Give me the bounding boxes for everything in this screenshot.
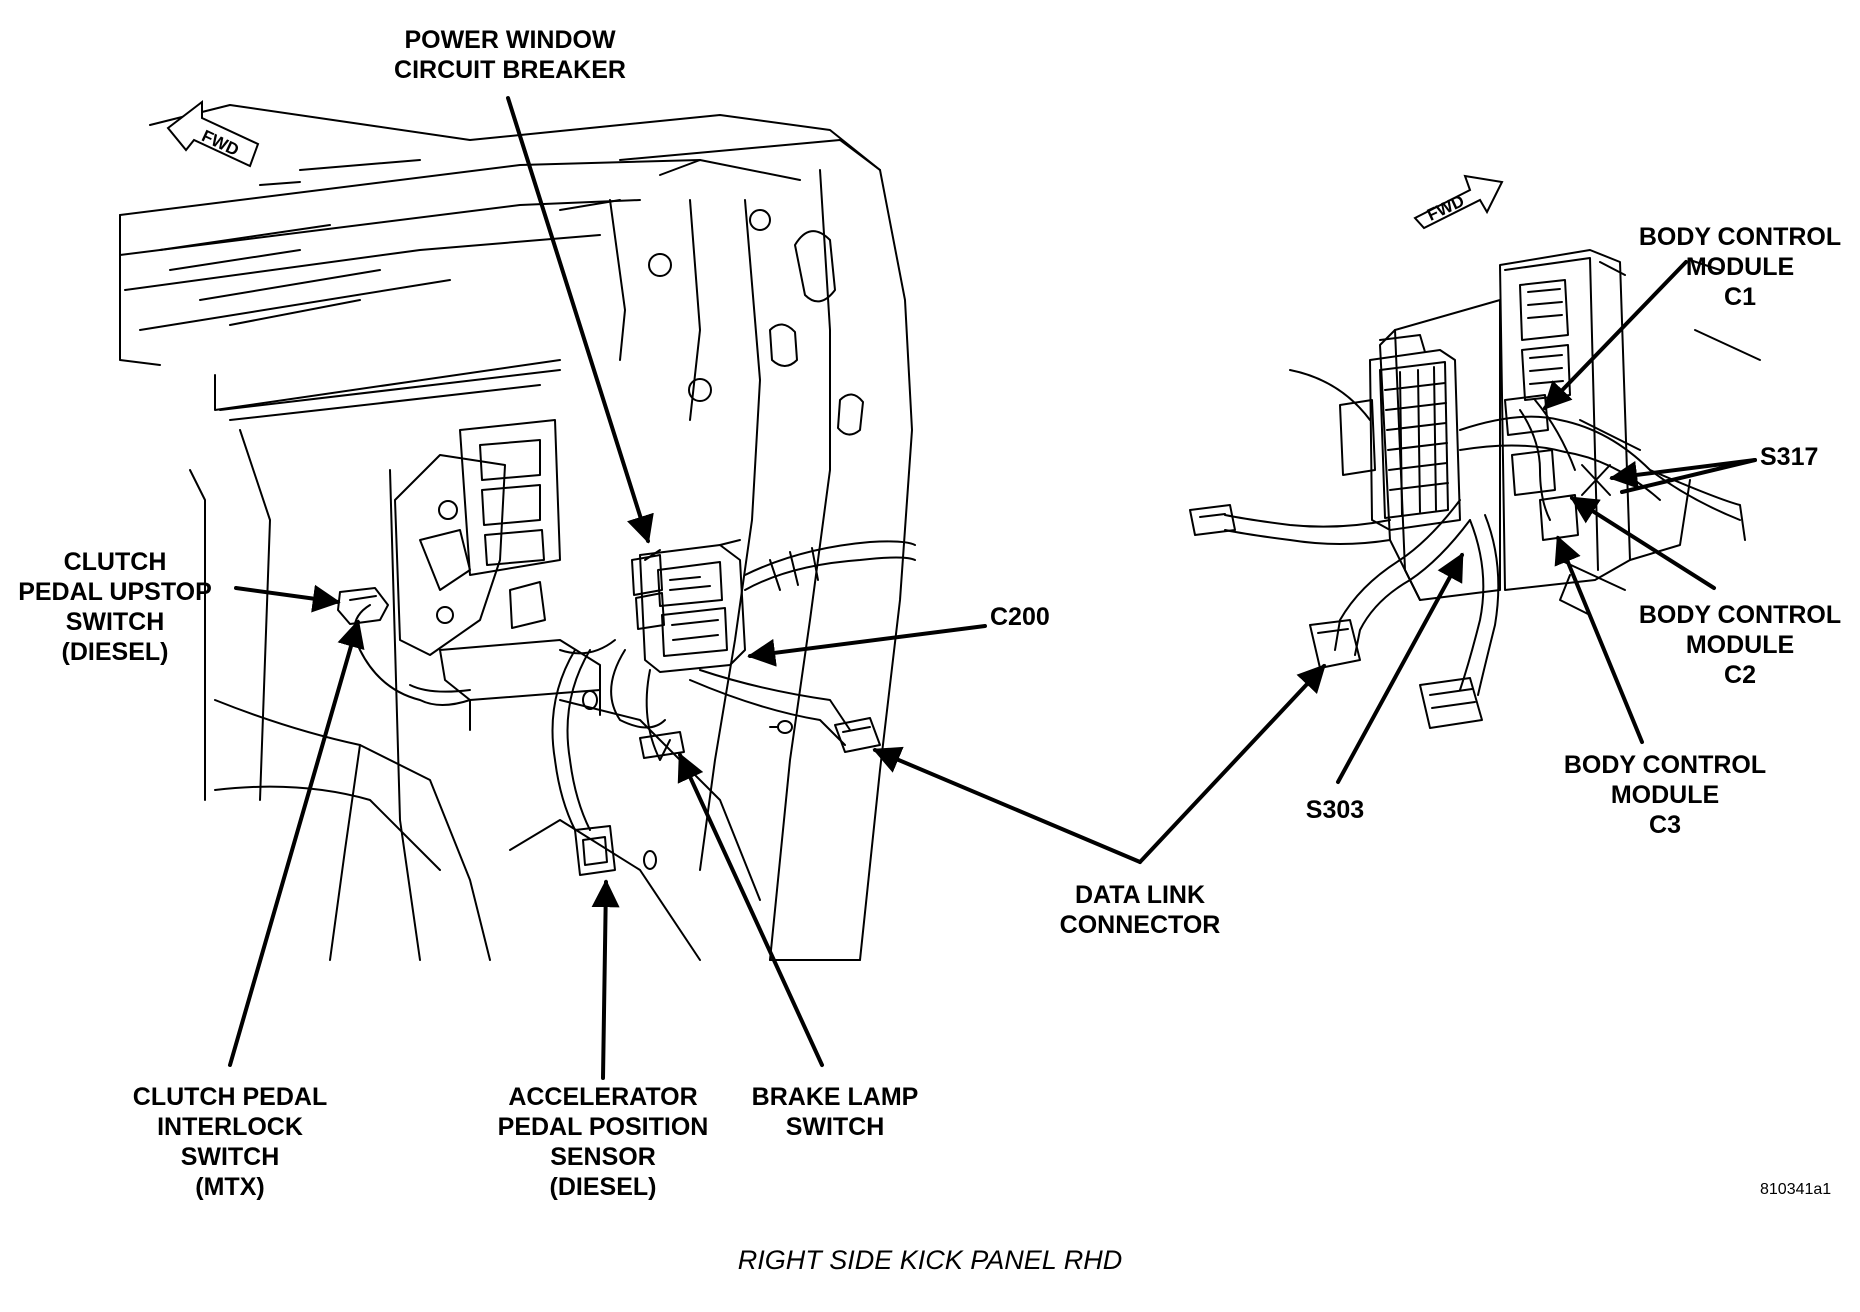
label-line: INTERLOCK — [157, 1113, 303, 1141]
figure-number: 810341a1 — [1760, 1181, 1832, 1198]
label-line: SWITCH — [65, 608, 165, 636]
label-line: C3 — [1649, 811, 1681, 839]
leader-data-link-connector-left — [872, 746, 1142, 864]
label-body-control-module-c2: BODY CONTROL MODULE C2 — [1625, 600, 1855, 690]
label-line: SENSOR — [550, 1143, 656, 1171]
label-line: (MTX) — [195, 1173, 265, 1201]
label-line: S303 — [1305, 796, 1365, 824]
label-accelerator-pedal-position-sensor: ACCELERATOR PEDAL POSITION SENSOR (DIESE… — [478, 1082, 728, 1202]
figure-caption: RIGHT SIDE KICK PANEL RHD — [737, 1245, 1123, 1275]
leader-s303 — [1336, 552, 1464, 784]
leader-clutch-pedal-interlock-switch — [228, 619, 365, 1067]
label-s303: S303 — [1290, 795, 1380, 825]
label-line: POWER WINDOW — [404, 26, 616, 54]
label-line: MODULE — [1685, 253, 1795, 281]
left-panel-illustration — [119, 104, 916, 961]
label-body-control-module-c3: BODY CONTROL MODULE C3 — [1550, 750, 1780, 840]
label-line: (DIESEL) — [61, 638, 169, 666]
leader-body-control-module-c2 — [1569, 496, 1716, 590]
label-clutch-pedal-interlock-switch: CLUTCH PEDAL INTERLOCK SWITCH (MTX) — [110, 1082, 350, 1202]
label-data-link-connector: DATA LINK CONNECTOR — [1035, 880, 1245, 940]
label-line: BODY CONTROL — [1638, 601, 1842, 629]
label-line: PEDAL POSITION — [497, 1113, 709, 1141]
leader-s317-b — [1620, 458, 1757, 494]
leader-lines — [228, 96, 1757, 1080]
label-line: S317 — [1760, 443, 1819, 471]
label-line: PEDAL UPSTOP — [18, 578, 212, 606]
label-line: MODULE — [1685, 631, 1795, 659]
label-body-control-module-c1: BODY CONTROL MODULE C1 — [1625, 222, 1855, 312]
label-line: CLUTCH — [63, 548, 167, 576]
label-c200: C200 — [990, 602, 1070, 632]
leader-s317-a — [1609, 458, 1757, 489]
label-clutch-pedal-upstop-switch: CLUTCH PEDAL UPSTOP SWITCH (DIESEL) — [5, 547, 225, 667]
label-line: SWITCH — [180, 1143, 280, 1171]
fwd-marker-right-text: FWD — [1424, 191, 1467, 225]
label-line: C2 — [1724, 661, 1756, 689]
leader-body-control-module-c1 — [1543, 260, 1688, 411]
leader-data-link-connector-right — [1138, 663, 1326, 864]
label-line: BODY CONTROL — [1563, 751, 1767, 779]
label-line: MODULE — [1610, 781, 1720, 809]
right-bcm-illustration — [1189, 249, 1761, 729]
label-line: C200 — [990, 603, 1050, 631]
label-line: C1 — [1724, 283, 1756, 311]
label-line: BRAKE LAMP — [751, 1083, 919, 1111]
label-line: CIRCUIT BREAKER — [394, 56, 626, 84]
label-power-window-circuit-breaker: POWER WINDOW CIRCUIT BREAKER — [375, 25, 645, 85]
label-line: SWITCH — [785, 1113, 885, 1141]
label-line: DATA LINK — [1074, 881, 1206, 909]
leader-clutch-pedal-upstop-switch — [234, 584, 341, 613]
label-line: CLUTCH PEDAL — [132, 1083, 328, 1111]
fwd-marker-right: FWD — [1413, 174, 1504, 230]
leader-body-control-module-c3 — [1554, 535, 1644, 744]
leader-c200 — [747, 624, 987, 667]
label-s317: S317 — [1760, 442, 1850, 472]
leader-power-window-circuit-breaker — [506, 96, 654, 544]
fwd-marker-left: FWD — [166, 99, 260, 168]
leader-brake-lamp-switch — [677, 752, 824, 1067]
leader-accelerator-pedal-position-sensor — [591, 879, 620, 1080]
label-line: BODY CONTROL — [1638, 223, 1842, 251]
label-line: (DIESEL) — [549, 1173, 657, 1201]
label-line: ACCELERATOR — [508, 1083, 698, 1111]
label-brake-lamp-switch: BRAKE LAMP SWITCH — [735, 1082, 935, 1142]
label-line: CONNECTOR — [1059, 911, 1221, 939]
